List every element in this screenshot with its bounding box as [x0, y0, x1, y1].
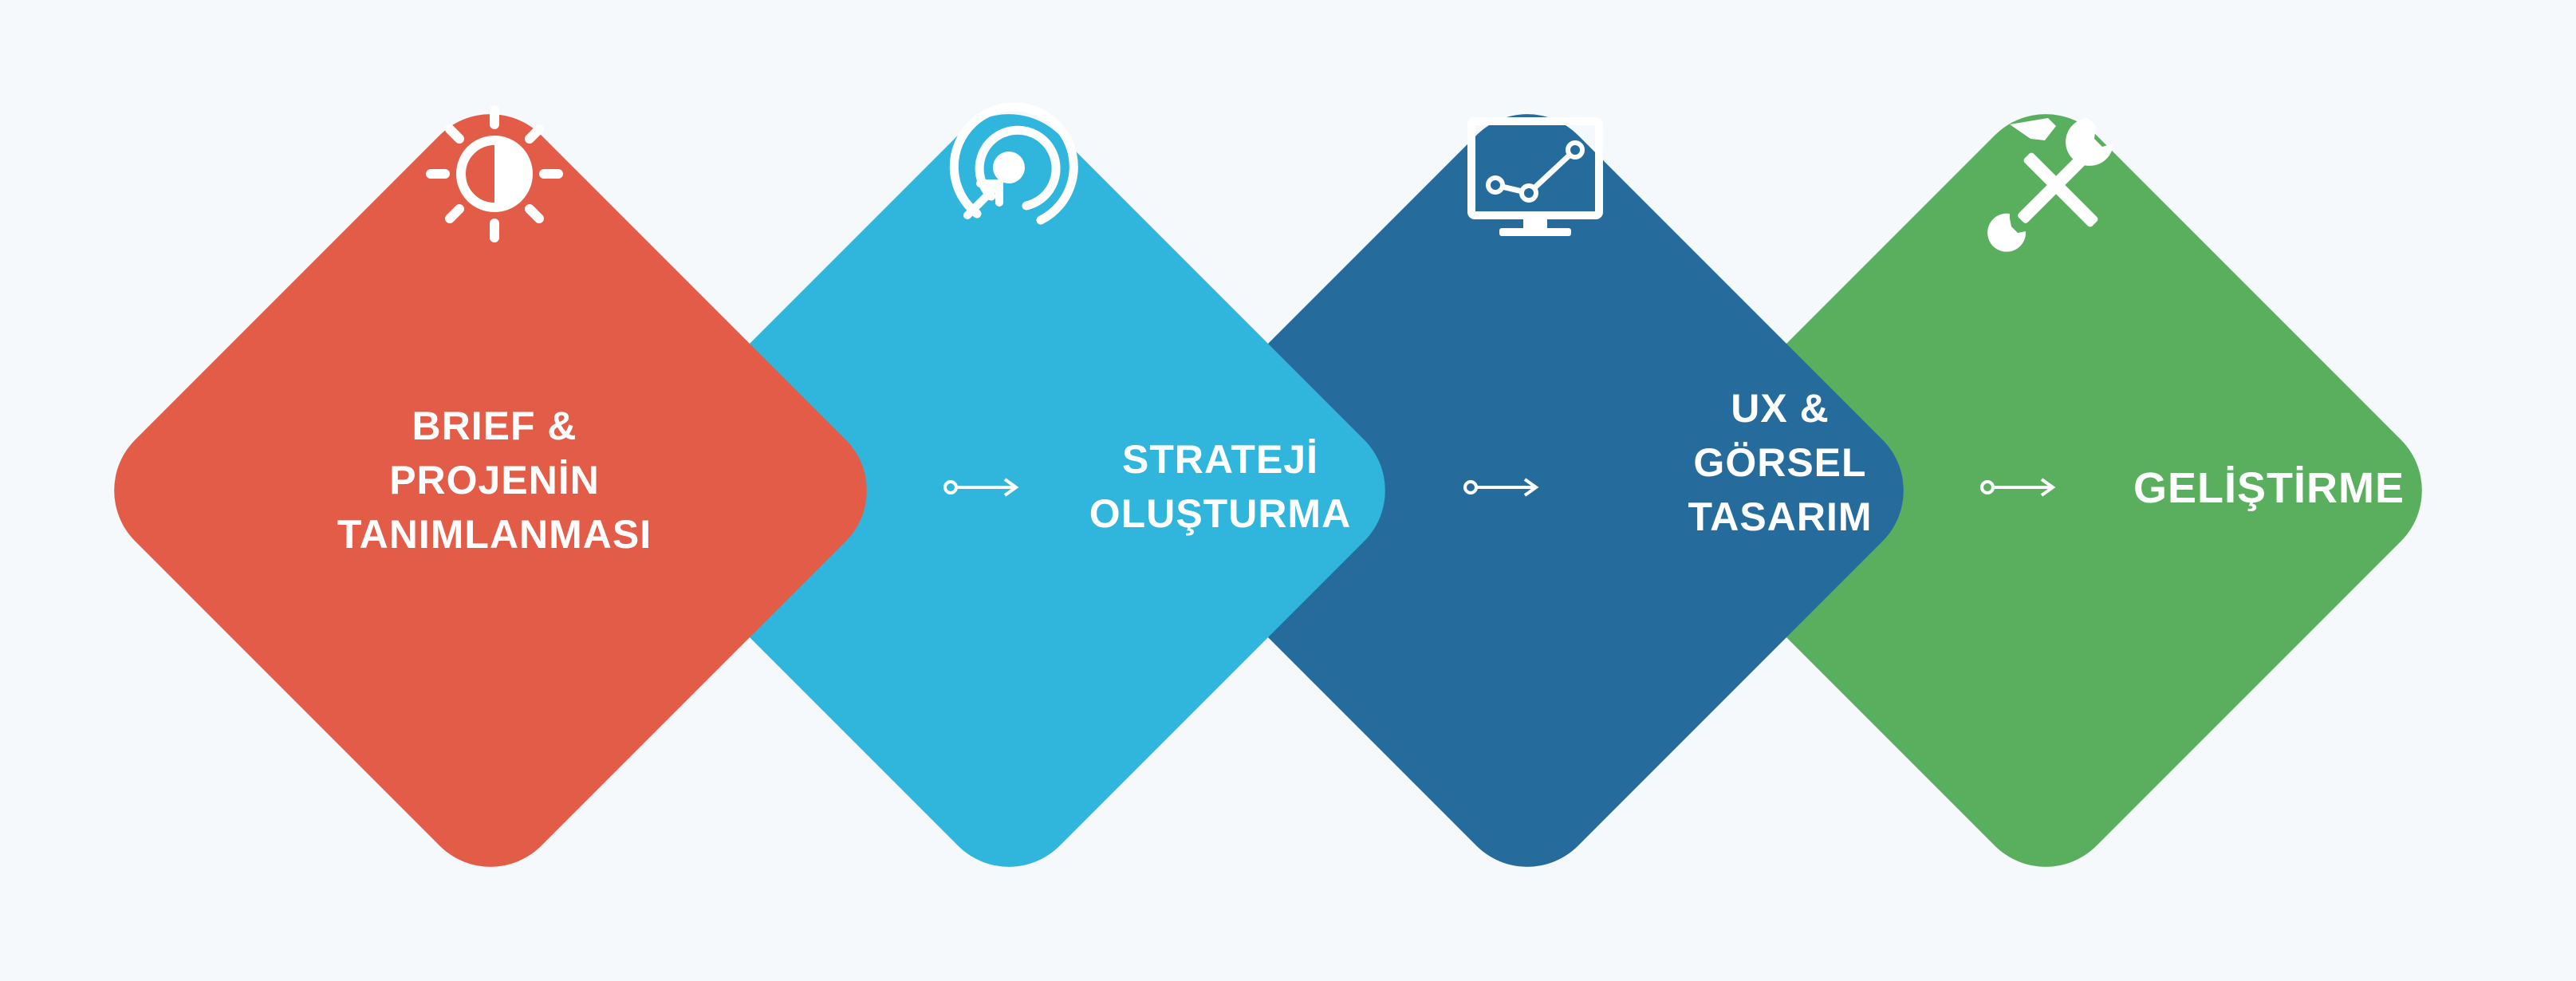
step-1-line-1: BRIEF & — [412, 404, 577, 448]
step-3-label: UX & GÖRSEL TASARIM — [1621, 381, 1940, 544]
step-4-label: GELİŞTİRME — [2086, 461, 2452, 515]
step-1-label: BRIEF & PROJENİN TANIMLANMASI — [271, 399, 718, 561]
target-icon — [929, 94, 1089, 254]
step-2-line-1: STRATEJİ — [1122, 437, 1318, 482]
step-3-shape — [1151, 114, 1904, 867]
step-2-line-2: OLUŞTURMA — [1089, 491, 1352, 536]
step-3-line-3: TASARIM — [1688, 494, 1873, 539]
hammer-wrench-icon — [1978, 94, 2137, 254]
step-2-label: STRATEJİ OLUŞTURMA — [1077, 432, 1364, 541]
step-1-line-2: PROJENİN — [389, 458, 600, 502]
step-4-line-1: GELİŞTİRME — [2133, 464, 2405, 512]
arrow-right-icon — [1978, 471, 2066, 503]
step-1-diamond — [0, 0, 981, 981]
monitor-chart-icon — [1455, 104, 1615, 263]
sun-half-icon — [415, 94, 574, 254]
step-3-line-1: UX & — [1731, 386, 1830, 431]
arrow-right-icon — [941, 471, 1029, 503]
step-3-line-2: GÖRSEL — [1693, 440, 1867, 485]
arrow-right-icon — [1461, 471, 1549, 503]
step-1-line-3: TANIMLANMASI — [337, 512, 652, 557]
step-1-shape — [114, 114, 867, 867]
step-3-diamond — [1037, 0, 2018, 981]
